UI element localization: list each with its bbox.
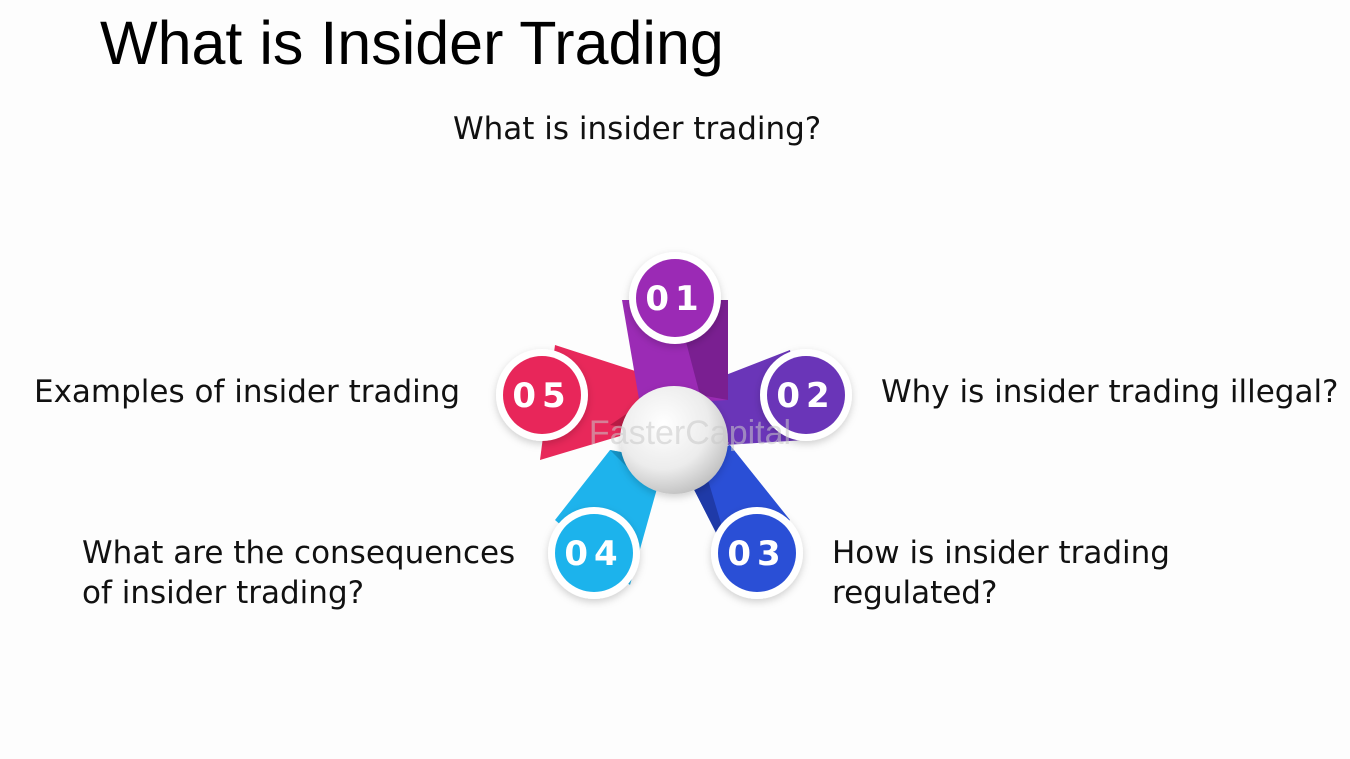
badge-number-04: 04 [564,534,623,574]
badge-fill [503,356,581,434]
item-label-04: What are the consequences of insider tra… [82,533,515,613]
center-sphere [620,386,728,494]
item-label-line: What are the consequences [82,535,516,571]
item-label-line: of insider trading? [82,575,365,611]
badge-fill [636,259,714,337]
badge-fill [718,514,796,592]
badge-fill [767,356,845,434]
item-label-05: Examples of insider trading [34,372,460,412]
badge-fill [555,514,633,592]
badge-03 [711,507,803,599]
badge-number-05: 05 [512,376,571,416]
item-label-line: What is insider trading? [453,111,822,147]
badge-number-03: 03 [727,534,786,574]
watermark-text: FasterCapital [589,414,791,452]
badge-02 [760,349,852,441]
page-title: What is Insider Trading [100,9,724,77]
item-label-line: regulated? [832,575,998,611]
item-label-03: How is insider trading regulated? [832,533,1170,613]
item-label-02: Why is insider trading illegal? [881,372,1339,412]
item-label-line: Examples of insider trading [34,374,461,410]
badge-04 [548,507,640,599]
badge-number-02: 02 [776,376,835,416]
item-label-01: What is insider trading? [453,109,821,149]
item-label-line: Why is insider trading illegal? [881,374,1339,410]
badge-01 [629,252,721,344]
badge-number-01: 01 [645,279,704,319]
badge-05 [496,349,588,441]
item-label-line: How is insider trading [832,535,1170,571]
